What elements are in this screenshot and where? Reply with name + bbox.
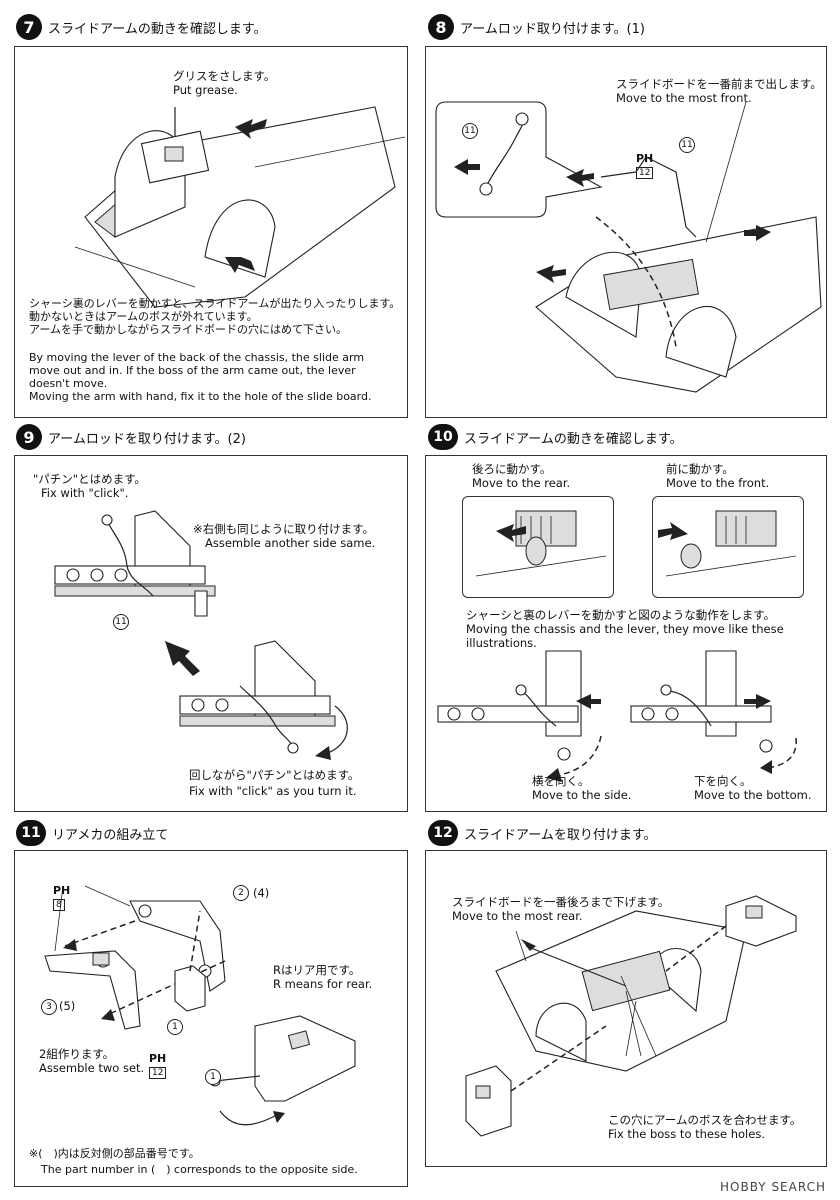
step10-bottom-jp: 下を向く。: [694, 774, 752, 788]
step11-two-jp: 2組作ります。: [39, 1047, 115, 1061]
step12-rear-jp: スライドボードを一番後ろまで下げます。: [452, 895, 670, 909]
step9-header: 9 アームロッドを取り付けます。(2): [16, 424, 246, 450]
step11-runner-a-number: 8: [53, 899, 65, 911]
step7-title: スライドアームの動きを確認します。: [48, 21, 267, 37]
step11-panel: PH 8 PH 12 2 (4) 3 (5) 1 1 Rはリア用です。 R me…: [14, 850, 408, 1187]
step9-part-ref: 11: [113, 614, 129, 630]
step10-side-en: Move to the side.: [532, 788, 632, 802]
step10-illustration: [437, 510, 797, 782]
step9-number: 9: [16, 424, 42, 450]
step11-part1-b: 1: [205, 1069, 221, 1085]
step7-desc-en: By moving the lever of the back of the c…: [29, 351, 372, 403]
step12-rear-en: Move to the most rear.: [452, 909, 583, 923]
step10-header: 10 スライドアームの動きを確認します。: [428, 424, 683, 450]
step12-holes-en: Fix the boss to these holes.: [608, 1127, 765, 1141]
step11-rear-jp: Rはリア用です。: [273, 963, 361, 977]
step11-illustration: [44, 885, 356, 1126]
step7-grease-en: Put grease.: [173, 83, 238, 97]
step12-header: 12 スライドアームを取り付けます。: [428, 820, 657, 846]
step9-click-en: Fix with "click".: [41, 486, 129, 500]
step11-note-en: The part number in ( ) corresponds to th…: [41, 1163, 358, 1176]
step7-illustration: [74, 106, 406, 308]
step7-desc-jp: シャーシ裏のレバーを動かすと、スライドアームが出たり入ったりします。 動かないと…: [29, 297, 401, 336]
step7-header: 7 スライドアームの動きを確認します。: [16, 14, 267, 40]
step11-number: 11: [16, 820, 46, 846]
step10-number: 10: [428, 424, 458, 450]
step10-side-jp: 横を向く。: [532, 774, 590, 788]
step8-part-ref-2: 11: [679, 137, 695, 153]
step12-holes-jp: この穴にアームのボスを合わせます。: [608, 1113, 802, 1127]
step11-note-jp: ※( )内は反対側の部品番号です。: [29, 1147, 200, 1160]
step9-illustration: [54, 510, 348, 760]
step11-runner-a-label: PH: [53, 884, 71, 897]
step10-desc-en: Moving the chassis and the lever, they m…: [466, 622, 784, 650]
step11-part3: 3: [41, 999, 57, 1015]
step7-panel: グリスをさします。 Put grease. シャーシ裏のレバーを動かすと、スライ…: [14, 46, 408, 418]
step8-part-ref-1: 11: [462, 123, 478, 139]
step10-desc-jp: シャーシと裏のレバーを動かすと図のような動作をします。: [466, 608, 776, 622]
step9-turn-jp: 回しながら"パチン"とはめます。: [189, 768, 360, 782]
step9-other-jp: ※右側も同じように取り付けます。: [193, 522, 374, 536]
step9-panel: 11 "パチン"とはめます。 Fix with "click". ※右側も同じよ…: [14, 455, 408, 812]
step7-number: 7: [16, 14, 42, 40]
step8-note-jp: スライドボードを一番前まで出します。: [616, 77, 822, 91]
step11-header: 11 リアメカの組み立て: [16, 820, 168, 846]
step11-runner-b-number: 12: [149, 1067, 167, 1079]
step9-title: アームロッドを取り付けます。(2): [48, 431, 246, 447]
step10-bottom-en: Move to the bottom.: [694, 788, 812, 802]
step10-front-en: Move to the front.: [666, 476, 770, 490]
step8-note-en: Move to the most front.: [616, 91, 752, 105]
step10-title: スライドアームの動きを確認します。: [464, 431, 683, 447]
step8-title: アームロッド取り付けます。(1): [460, 21, 645, 37]
step9-turn-en: Fix with "click" as you turn it.: [189, 784, 357, 798]
step12-number: 12: [428, 820, 458, 846]
step8-runner-label: PH: [636, 152, 654, 165]
step8-runner: PH 12: [636, 139, 654, 180]
step7-grease-jp: グリスをさします。: [173, 69, 276, 83]
step10-panel: 後ろに動かす。 Move to the rear. 前に動かす。 Move to…: [425, 455, 827, 812]
step12-title: スライドアームを取り付けます。: [464, 827, 657, 843]
step11-part5: (5): [59, 999, 76, 1013]
step11-part4: (4): [253, 886, 270, 900]
step11-part1-a: 1: [167, 1019, 183, 1035]
step12-panel: スライドボードを一番後ろまで下げます。 Move to the most rea…: [425, 850, 827, 1167]
step8-runner-number: 12: [636, 167, 654, 179]
step8-panel: 11 11 PH 12 スライドボードを一番前まで出します。 Move to t…: [425, 46, 827, 418]
step12-illustration: [465, 895, 797, 1137]
step11-runner-a: PH 8: [53, 871, 70, 912]
step11-part2: 2: [233, 885, 249, 901]
step8-header: 8 アームロッド取り付けます。(1): [428, 14, 645, 40]
step9-click-jp: "パチン"とはめます。: [33, 472, 146, 486]
step11-title: リアメカの組み立て: [52, 827, 169, 843]
step9-other-en: Assemble another side same.: [205, 536, 376, 550]
step8-number: 8: [428, 14, 454, 40]
step10-rear-jp: 後ろに動かす。: [472, 462, 552, 476]
step11-runner-b-label: PH: [149, 1052, 167, 1065]
step10-front-inset: [652, 496, 804, 598]
step10-front-jp: 前に動かす。: [666, 462, 734, 476]
step11-two-en: Assemble two set.: [39, 1061, 145, 1075]
step11-runner-b: PH 12: [149, 1039, 167, 1080]
hobby-search-watermark: HOBBY SEARCH: [720, 1180, 826, 1194]
step11-rear-en: R means for rear.: [273, 977, 373, 991]
step10-rear-en: Move to the rear.: [472, 476, 571, 490]
